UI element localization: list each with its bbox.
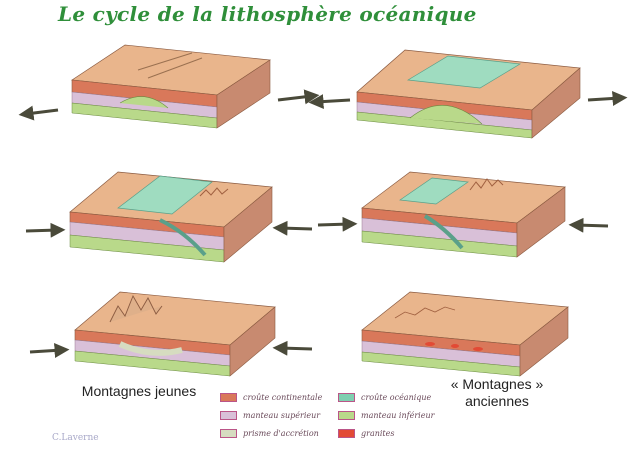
young-mountains-caption: Montagnes jeunes [81, 383, 197, 399]
legend-item: granites [338, 429, 394, 438]
stage-3-subduction-block [69, 171, 273, 263]
divergence-arrow-right [277, 89, 320, 105]
stage-2-expansion-block [356, 49, 581, 139]
legend-swatch [338, 429, 355, 438]
legend: croûte continentale croûte océanique man… [220, 393, 435, 449]
stage-4-collision-block [361, 171, 566, 258]
legend-swatch [338, 411, 355, 420]
convergence-arrow-left [25, 222, 66, 238]
legend-item: prisme d'accrétion [220, 429, 319, 438]
legend-label: croûte océanique [361, 393, 432, 402]
convergence-arrow-right [272, 220, 313, 236]
convergence-arrow-right [272, 340, 313, 356]
divergence-arrow-left [18, 105, 59, 121]
stage-1-rifting-block [70, 44, 272, 129]
stage-6-old-mountains-block [361, 291, 569, 377]
legend-label: granites [361, 429, 395, 438]
legend-swatch [220, 429, 237, 438]
legend-label: manteau supérieur [243, 411, 321, 420]
convergence-arrow-left [317, 216, 358, 232]
old-mountains-caption: « Montagnes » anciennes [432, 376, 562, 410]
legend-item: croûte continentale [220, 393, 322, 402]
legend-item: manteau supérieur [220, 411, 320, 420]
stage-5-young-mountains-block [74, 291, 276, 377]
legend-label: prisme d'accrétion [243, 429, 319, 438]
legend-swatch [338, 393, 355, 402]
author-signature: C.Laverne [52, 433, 99, 443]
divergence-arrow-right [587, 90, 628, 106]
legend-item: manteau inférieur [338, 411, 434, 420]
convergence-arrow-left [29, 342, 70, 358]
legend-swatch [220, 393, 237, 402]
legend-item: croûte océanique [338, 393, 431, 402]
legend-label: manteau inférieur [361, 411, 435, 420]
old-mountains-caption-line1: « Montagnes » [450, 376, 544, 392]
divergence-arrow-left [308, 94, 351, 110]
legend-label: croûte continentale [243, 393, 323, 402]
diagram-title: Le cycle de la lithosphère océanique [58, 2, 477, 26]
convergence-arrow-right [568, 217, 609, 233]
legend-swatch [220, 411, 237, 420]
old-mountains-caption-line2: anciennes [465, 393, 529, 409]
